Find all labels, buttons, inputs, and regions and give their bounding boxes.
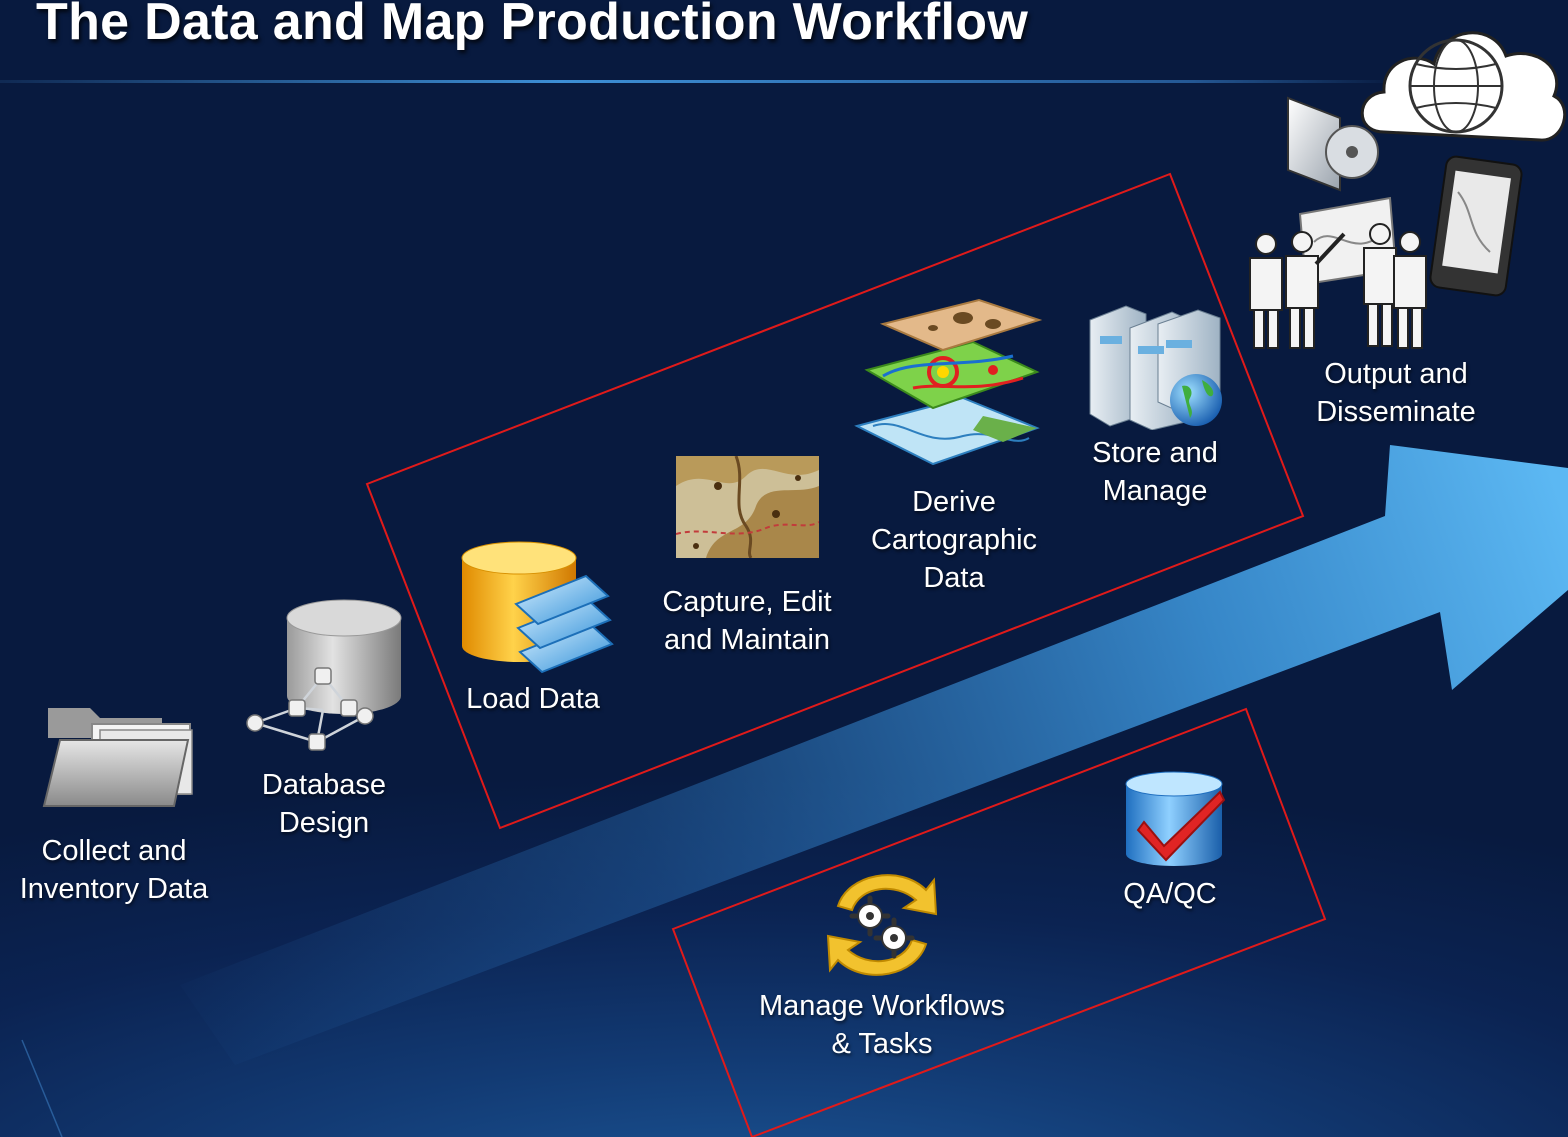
qaqc-label: QA/QC [1123,878,1217,910]
database-layers-icon [461,541,614,674]
gear-cycle-icon [826,874,938,976]
production-group-outline [365,172,1305,830]
database-check-icon [1125,771,1226,866]
capture-edit-label: Capture, Edit and Maintain [662,586,832,656]
collect-label: Collect and Inventory Data [19,835,209,905]
derive-cartographic-label: Derive Cartographic Data [870,486,1038,594]
store-manage-label: Store and Manage [1092,437,1218,507]
servers-globe-icon [1089,305,1222,430]
dissemination-icon [1249,31,1567,349]
database-schema-icon [246,599,402,751]
database-design-label: Database Design [261,769,387,839]
manage-workflows-label: Manage Workflows & Tasks [758,990,1006,1060]
title-divider [0,80,1400,83]
folder-icon [42,708,193,807]
slide-title: The Data and Map Production Workflow [36,0,1029,51]
output-disseminate-label: Output and Disseminate [1316,358,1476,428]
map-edit-icon [676,456,819,558]
load-data-label: Load Data [466,683,600,715]
management-group-outline [671,707,1327,1137]
map-layers-icon [854,298,1043,466]
